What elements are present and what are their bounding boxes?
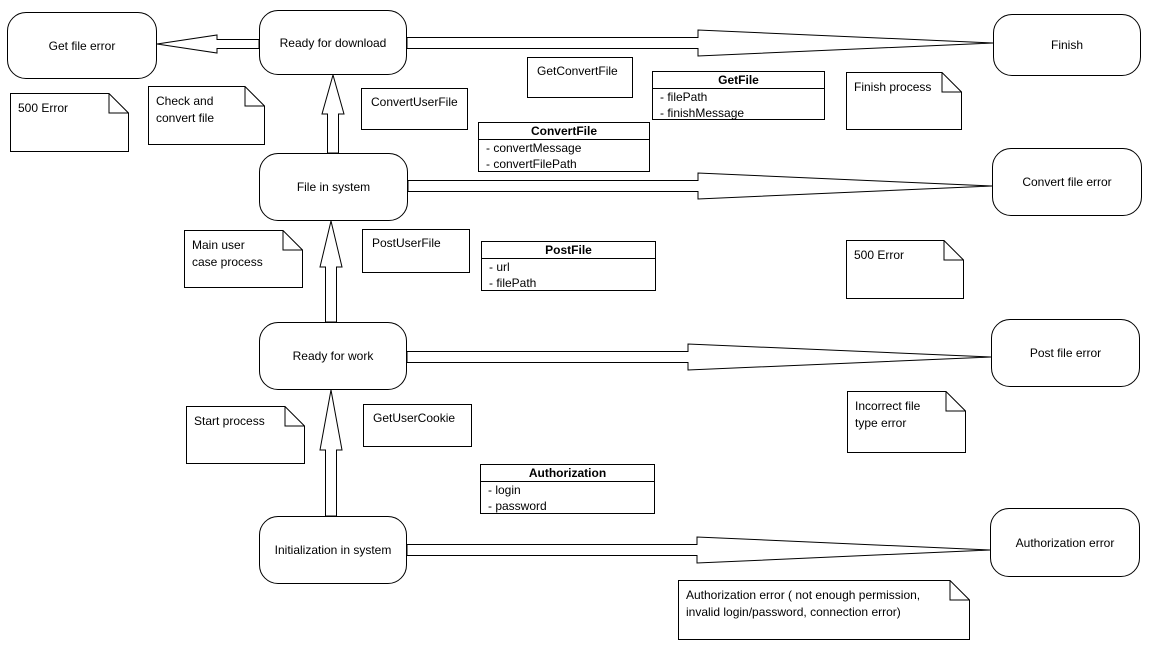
class-title: GetFile bbox=[653, 72, 824, 89]
action-label: GetUserCookie bbox=[373, 411, 456, 425]
state-label: Ready for download bbox=[279, 35, 387, 50]
state-label: Post file error bbox=[1029, 346, 1102, 360]
class-title: Authorization bbox=[481, 465, 654, 482]
class-get-file: GetFile - filePath - finishMessage bbox=[652, 71, 825, 120]
state-label: Convert file error bbox=[1022, 175, 1112, 189]
note-text: Finish process bbox=[854, 80, 932, 94]
class-attribute: - password bbox=[488, 499, 547, 513]
action-label: PostUserFile bbox=[372, 236, 441, 250]
arrow-ready-for-work-to-file-in-system bbox=[319, 220, 343, 323]
state-get-file-error: Get file error bbox=[7, 12, 157, 79]
arrow-file-in-system-to-ready-for-download bbox=[321, 73, 345, 154]
arrow-file-in-system-to-convert-file-error bbox=[407, 172, 993, 200]
class-attribute: - finishMessage bbox=[660, 106, 745, 120]
state-ready-for-work: Ready for work bbox=[259, 322, 407, 390]
action-get-convert-file: GetConvertFile bbox=[527, 57, 633, 98]
arrow-initialization-to-ready-for-work bbox=[319, 389, 343, 517]
note-incorrect-file-type-error: Incorrect file type error bbox=[847, 391, 966, 453]
class-attribute: - login bbox=[488, 483, 521, 497]
arrow-initialization-to-authorization-error bbox=[406, 536, 991, 564]
action-post-user-file: PostUserFile bbox=[362, 229, 470, 273]
state-label: Ready for work bbox=[292, 349, 374, 363]
state-label: Authorization error bbox=[1015, 535, 1115, 550]
state-label: Finish bbox=[1050, 38, 1083, 52]
note-text: Incorrect file type error bbox=[855, 399, 921, 430]
state-finish: Finish bbox=[993, 14, 1141, 76]
note-finish-process: Finish process bbox=[846, 72, 962, 130]
class-attribute: - filePath bbox=[489, 276, 537, 290]
class-title: PostFile bbox=[482, 242, 655, 259]
note-authorization-error-detail: Authorization error ( not enough permiss… bbox=[678, 580, 970, 640]
note-500-error-right: 500 Error bbox=[846, 240, 964, 299]
state-label: File in system bbox=[296, 180, 371, 194]
class-attribute: - convertMessage bbox=[486, 141, 582, 155]
class-post-file: PostFile - url - filePath bbox=[481, 241, 656, 291]
action-get-user-cookie: GetUserCookie bbox=[363, 404, 472, 447]
action-label: GetConvertFile bbox=[537, 64, 618, 78]
arrow-ready-for-download-to-finish bbox=[406, 29, 994, 57]
note-text: Start process bbox=[194, 414, 265, 428]
note-text: 500 Error bbox=[854, 248, 905, 262]
note-500-error-top: 500 Error bbox=[10, 93, 129, 152]
note-start-process: Start process bbox=[186, 406, 305, 464]
class-attribute: - convertFilePath bbox=[486, 157, 577, 171]
note-text: Check and convert file bbox=[156, 94, 215, 125]
state-post-file-error: Post file error bbox=[991, 319, 1140, 387]
state-label: Initialization in system bbox=[274, 543, 392, 557]
class-attribute: - filePath bbox=[660, 90, 708, 104]
class-authorization: Authorization - login - password bbox=[480, 464, 655, 514]
state-label: Get file error bbox=[48, 38, 116, 53]
note-text: Main user case process bbox=[192, 238, 263, 269]
state-convert-file-error: Convert file error bbox=[992, 148, 1142, 216]
class-title: ConvertFile bbox=[479, 123, 649, 140]
arrow-ready-for-download-to-get-file-error bbox=[156, 34, 260, 54]
state-authorization-error: Authorization error bbox=[990, 508, 1140, 577]
note-text: 500 Error bbox=[18, 101, 69, 115]
state-initialization-in-system: Initialization in system bbox=[259, 516, 407, 584]
note-main-user-case-process: Main user case process bbox=[184, 230, 303, 288]
action-convert-user-file: ConvertUserFile bbox=[361, 88, 468, 130]
note-check-and-convert-file: Check and convert file bbox=[148, 86, 265, 145]
note-text: Authorization error ( not enough permiss… bbox=[686, 588, 921, 619]
state-file-in-system: File in system bbox=[259, 153, 408, 221]
class-convert-file: ConvertFile - convertMessage - convertFi… bbox=[478, 122, 650, 172]
class-attribute: - url bbox=[489, 260, 510, 274]
action-label: ConvertUserFile bbox=[371, 95, 458, 109]
state-ready-for-download: Ready for download bbox=[259, 10, 407, 75]
arrow-ready-for-work-to-post-file-error bbox=[406, 343, 992, 371]
